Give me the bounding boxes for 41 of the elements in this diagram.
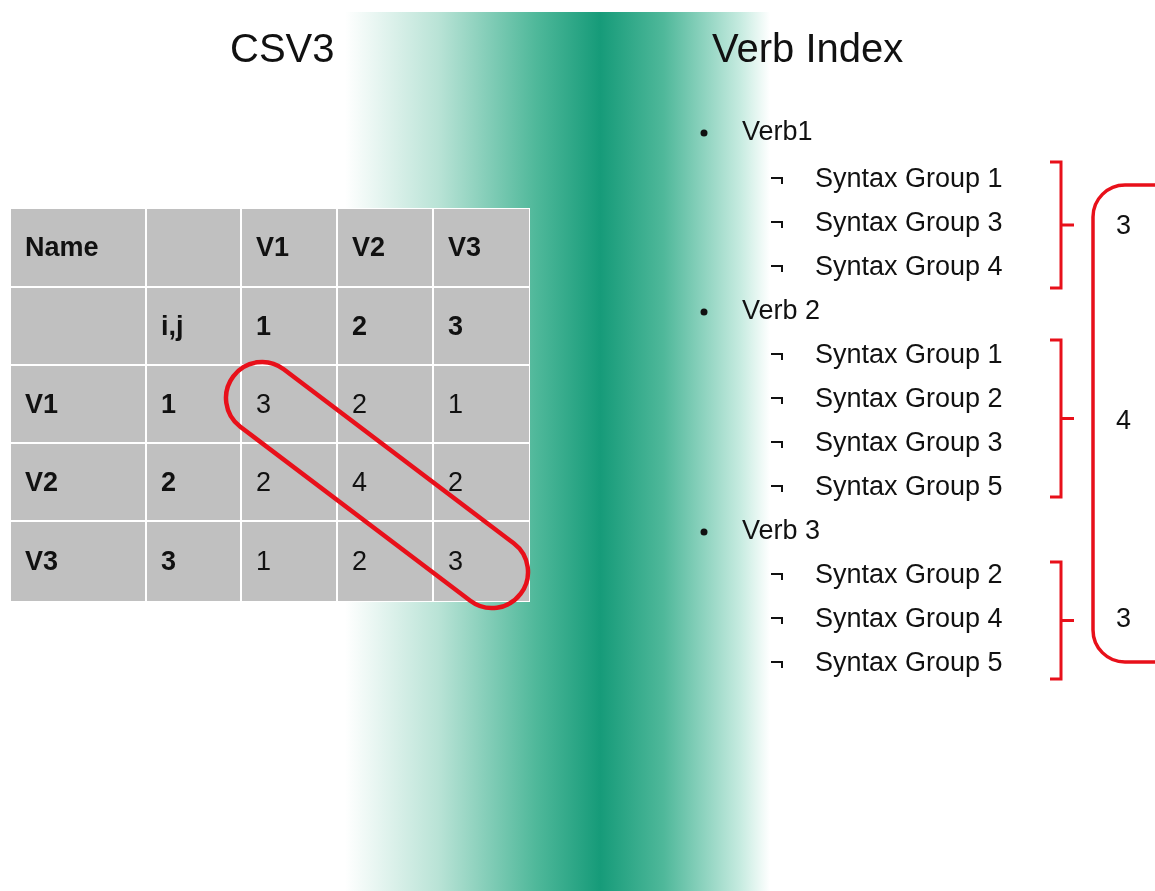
list-item: Syntax Group 2 bbox=[815, 559, 1003, 590]
table-cell: V1 bbox=[241, 208, 337, 287]
list-item: Verb 2 bbox=[742, 295, 821, 326]
heading: CSV3 bbox=[230, 26, 335, 71]
table-cell: V1 bbox=[10, 365, 146, 443]
table-cell: 3 bbox=[241, 365, 337, 443]
table-cell: i,j bbox=[146, 287, 241, 365]
list-item: Syntax Group 3 bbox=[815, 207, 1003, 238]
list-item: Syntax Group 1 bbox=[815, 163, 1003, 194]
count-label: 3 bbox=[1116, 603, 1132, 634]
table-cell: 3 bbox=[433, 287, 530, 365]
list-item: Syntax Group 4 bbox=[815, 251, 1003, 282]
list-item: Syntax Group 2 bbox=[815, 383, 1003, 414]
table-cell: 1 bbox=[146, 365, 241, 443]
table-cell: V2 bbox=[10, 443, 146, 521]
table-cell: 2 bbox=[337, 365, 433, 443]
table-cell: 1 bbox=[433, 365, 530, 443]
count-label: 4 bbox=[1116, 405, 1132, 436]
table-cell: 3 bbox=[433, 521, 530, 602]
table-cell: 2 bbox=[146, 443, 241, 521]
table-cell: 2 bbox=[337, 521, 433, 602]
table-cell: 2 bbox=[433, 443, 530, 521]
list-item: Verb 3 bbox=[742, 515, 821, 546]
list-item: Syntax Group 4 bbox=[815, 603, 1003, 634]
table-cell: V3 bbox=[433, 208, 530, 287]
list-item: Syntax Group 3 bbox=[815, 427, 1003, 458]
table-cell: 3 bbox=[146, 521, 241, 602]
table-cell: 2 bbox=[241, 443, 337, 521]
table-cell: 4 bbox=[337, 443, 433, 521]
list-item: Syntax Group 1 bbox=[815, 339, 1003, 370]
table-cell: V2 bbox=[337, 208, 433, 287]
list-item: Syntax Group 5 bbox=[815, 471, 1003, 502]
table-cell: Name bbox=[10, 208, 146, 287]
list-item: Syntax Group 5 bbox=[815, 647, 1003, 678]
table-cell: 2 bbox=[337, 287, 433, 365]
list-item: Verb1 bbox=[742, 116, 813, 147]
table-cell: V3 bbox=[10, 521, 146, 602]
heading: Verb Index bbox=[712, 26, 904, 71]
table-cell: 1 bbox=[241, 521, 337, 602]
count-label: 3 bbox=[1116, 210, 1132, 241]
table-cell: 1 bbox=[241, 287, 337, 365]
